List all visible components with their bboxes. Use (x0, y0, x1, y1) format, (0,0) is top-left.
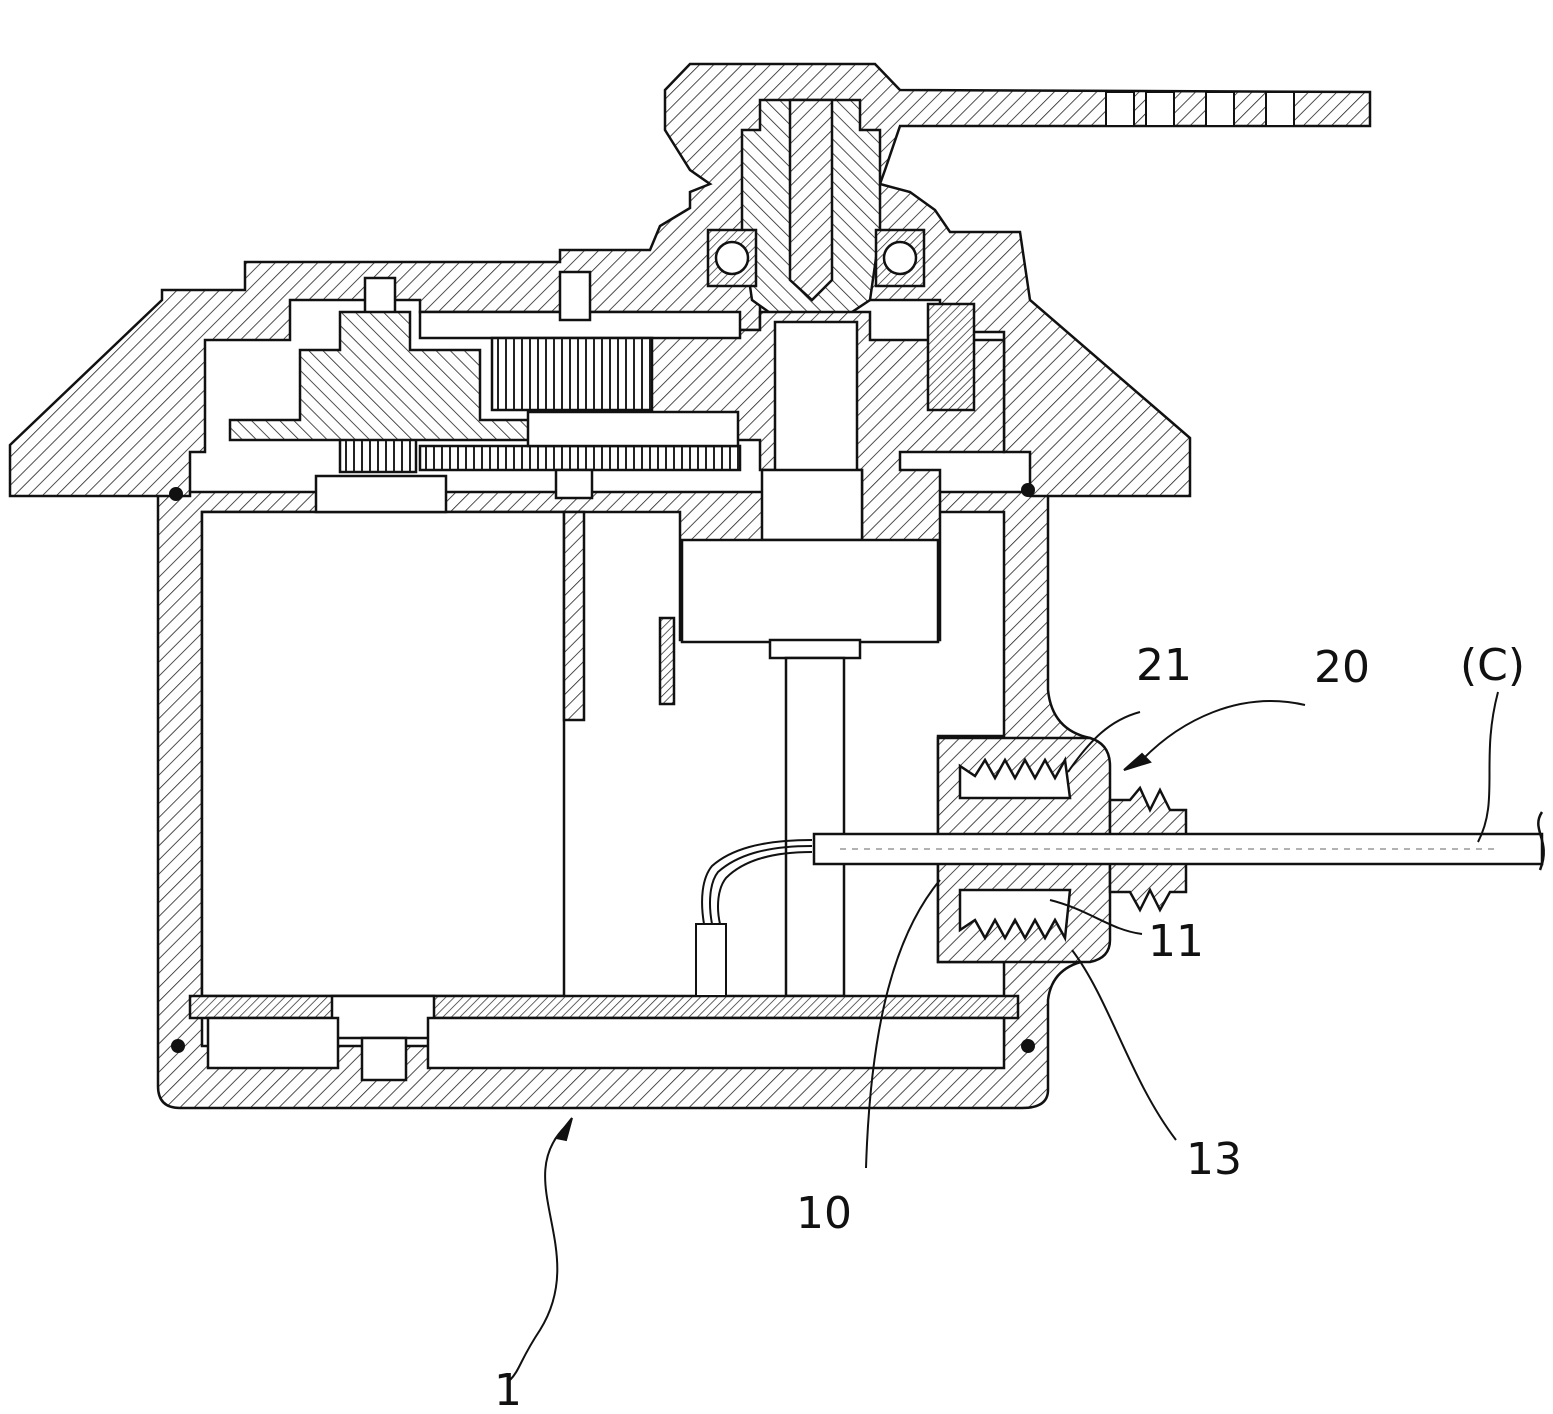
label-nut-thread: 21 (1136, 640, 1192, 691)
label-pipe-port: 10 (796, 1188, 852, 1239)
label-cable: (C) (1460, 640, 1525, 691)
gear-train (228, 270, 742, 500)
leader-lines (509, 691, 1499, 1381)
top-cover (8, 62, 1372, 498)
inner-hub (648, 302, 1006, 998)
label-port-shoulder: 13 (1186, 1134, 1242, 1185)
cable (812, 811, 1545, 871)
circuit-board (188, 994, 1020, 1082)
central-shaft (740, 98, 882, 322)
label-housing: 1 (494, 1365, 522, 1414)
internal-wire (695, 839, 813, 997)
motor (200, 474, 676, 998)
reference-labels: 1 10 11 13 20 21 (C) (494, 640, 1525, 1414)
label-nut: 20 (1314, 642, 1370, 693)
label-port-thread: 11 (1148, 916, 1204, 967)
handle-slots (1105, 91, 1295, 127)
o-rings (169, 483, 1035, 1053)
